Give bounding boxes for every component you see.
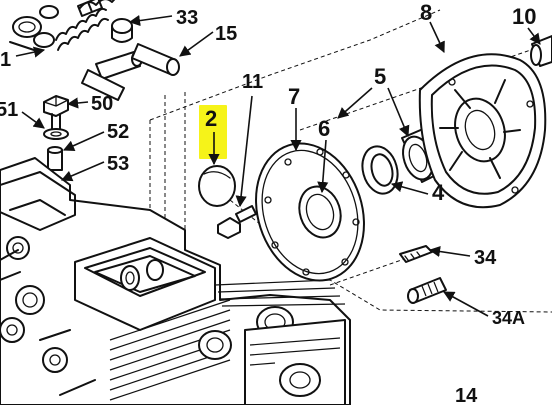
callout-1: 1 [0,49,11,71]
gasket-flange [255,142,365,282]
callout-51: 51 [0,99,18,121]
bolt-part [217,205,257,239]
callout-7: 7 [288,84,300,109]
callout-4: 4 [432,180,445,205]
snap-ring [361,145,399,195]
callout-11: 11 [242,71,263,93]
callout-34: 34 [474,247,497,269]
callout-14: 14 [455,385,478,405]
callout-15: 15 [215,23,237,45]
callout-33: 33 [176,7,198,29]
leader-lines [15,15,541,317]
callout-8: 8 [420,0,432,25]
callout-34a: 34A [492,308,525,328]
callout-2-highlight [199,105,227,159]
callout-50: 50 [91,93,113,115]
callout-53: 53 [107,153,129,175]
engine-block [0,157,351,406]
callout-6: 6 [318,116,330,141]
spring-assembly-top [9,0,180,101]
callout-2: 2 [205,106,217,131]
callout-10: 10 [512,4,536,29]
callout-52: 52 [107,121,129,143]
callout-5: 5 [374,64,386,89]
end-housing [418,53,547,209]
callout-labels: 33 15 1 50 51 52 53 2 11 7 6 5 4 8 10 34… [0,0,536,407]
dowel-pin [530,35,552,67]
stud-pins [399,245,447,304]
plug-cap-part [198,165,236,207]
